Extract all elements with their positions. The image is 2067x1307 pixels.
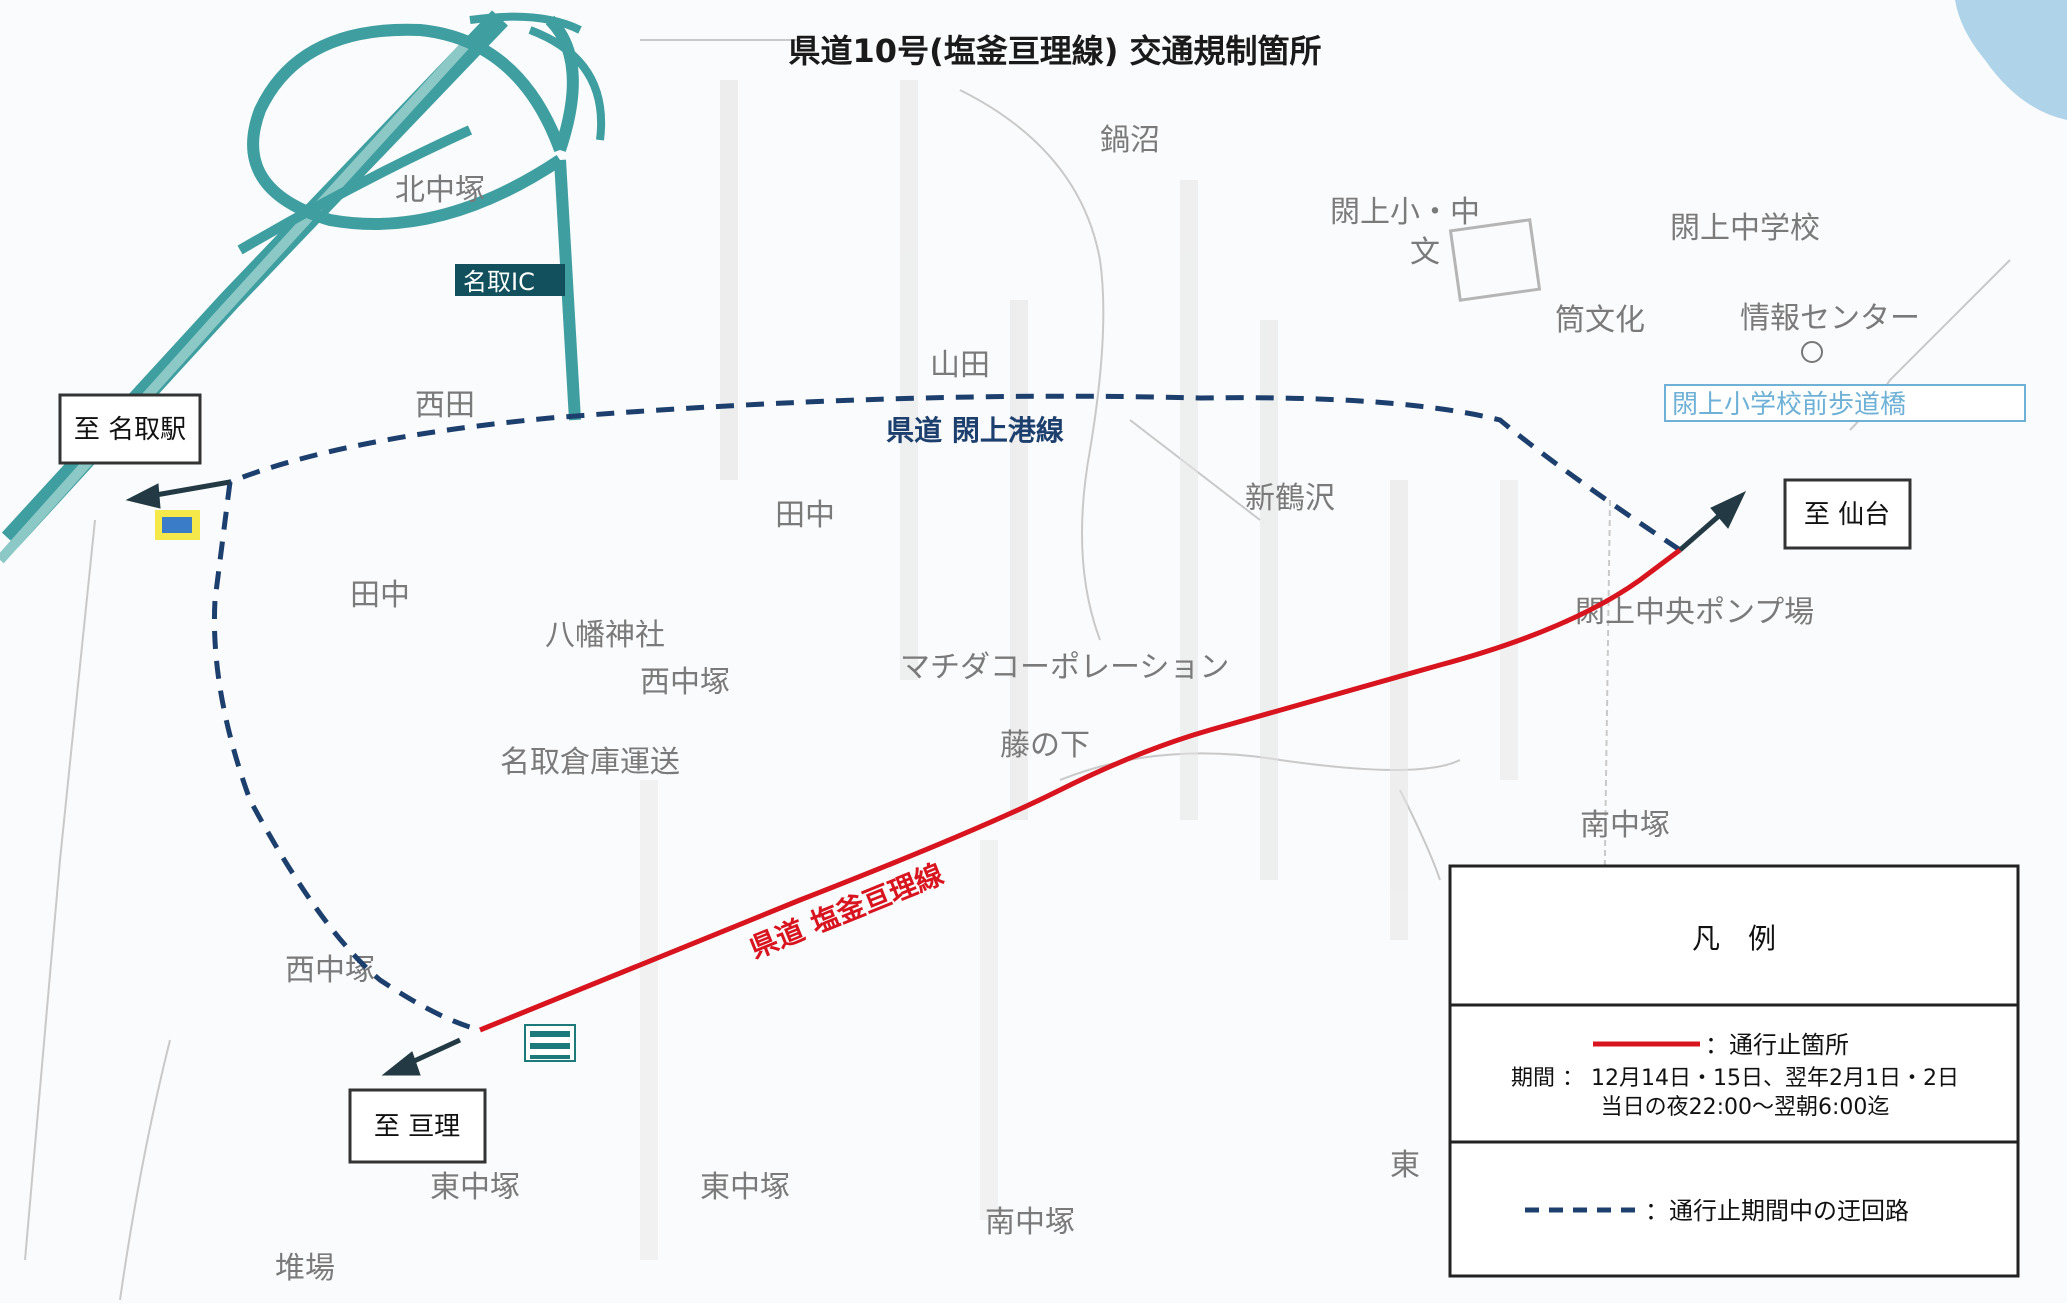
yamada-label: 山田 [930,348,990,383]
arrow-to-natori-station [125,483,161,509]
shimoda-label: 田中 [775,498,835,533]
uchida-label: 西中塚 [640,665,730,700]
background-labels: 名取IC 北中塚 鍋沼 閖上小・中 文 筒文化 情報センター 閖上中学校 閖上小… [155,123,2026,1286]
arrow-to-watari [381,1051,421,1076]
station-icon-inner [162,517,192,533]
river-icon [524,1024,576,1062]
legend-title: 凡 例 [1692,922,1776,955]
garbage-site-label: 堆場 [275,1251,335,1286]
yuriage-school-label: 閖上小・中 [1330,195,1480,230]
water-area [1955,0,2067,120]
watari-label: 至 亘理 [374,1112,460,1142]
arrow-to-sendai [1710,490,1747,529]
direction-arrows [125,479,1747,1076]
map-title: 県道10号(塩釜亘理線) 交通規制箇所 [789,32,1322,70]
higashi-2-label: 東 [1390,1148,1420,1183]
nishida-label: 西田 [415,388,475,423]
bleed-through-texture [640,80,1518,1260]
minami-nakazuka-label: 南中塚 [1580,808,1670,843]
yuriage-pump-label: 閖上中央ポンプ場 [1575,595,1814,630]
sendai-label: 至 仙台 [1804,500,1890,530]
natori-transport-label: 名取倉庫運送 [500,745,680,780]
direction-box-watari: 至 亘理 [348,1088,487,1164]
info-center-icon [1801,341,1823,363]
school-mark: 文 [1410,235,1440,270]
legend-period-time: 当日の夜22:00～翌朝6:00迄 [1601,1095,1890,1120]
yuriage-chugakko-label: 閖上中学校 [1670,211,1820,246]
info-center-label: 情報センター [1740,301,1920,336]
machida-corp-label: マチダコーポレーション [900,650,1229,685]
natori-station-label: 至 名取駅 [74,415,186,445]
direction-box-natori: 至 名取駅 [58,393,202,465]
yuriage-bridge-label: 閖上小学校前歩道橋 [1672,390,1906,420]
tanaka-label: 田中 [350,578,410,613]
yuriage-bridge-sign [1664,384,2026,422]
funayama-label: 筒文化 [1555,303,1645,338]
detour-road-label: 県道 閖上港線 [886,414,1064,447]
nagami-label: 鍋沼 [1100,123,1160,158]
legend-period: 期間 ： 12月14日・15日、翌年2月1日・2日 [1511,1066,1959,1091]
detour-route [211,393,1682,1033]
direction-box-sendai: 至 仙台 [1783,478,1912,550]
shrine-label: 八幡神社 [545,618,665,653]
legend: 凡 例 ：通行止箇所 期間 ： 12月14日・15日、翌年2月1日・2日 当日の… [1448,864,2020,1278]
legend-closure-label: ：通行止箇所 [1705,1031,1849,1059]
closure-section [479,548,1682,1033]
fujinoshita-label: 西中塚 [285,953,375,988]
higashinaka-label: 東中塚 [430,1170,520,1205]
natori-ic-sign [455,264,565,296]
minami-label: 南中塚 [985,1205,1075,1240]
legend-detour-label: ：通行止期間中の迂回路 [1645,1197,1909,1225]
higashi-label: 東中塚 [700,1170,790,1205]
takata-label: 藤の下 [1000,728,1090,763]
school-building [1448,218,1542,302]
shinkawa-label: 新鶴沢 [1245,481,1335,516]
natori-ic-label: 名取IC [463,268,535,296]
kitanakazuka-label: 北中塚 [395,173,485,208]
